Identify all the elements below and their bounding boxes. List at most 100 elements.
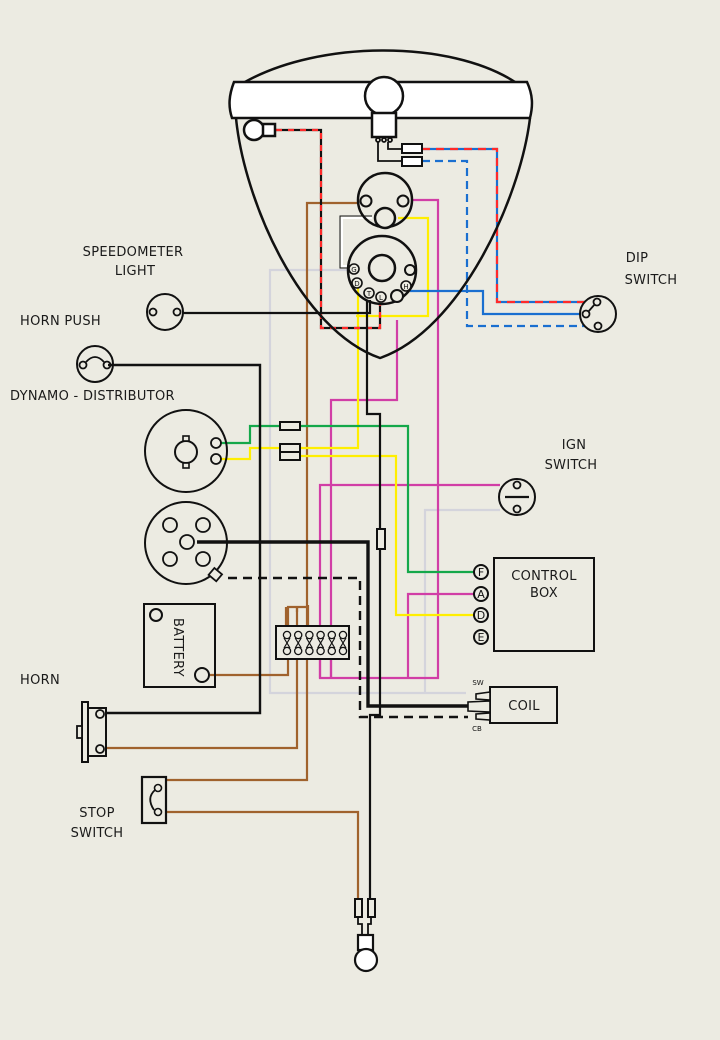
terminal-label: A	[477, 588, 485, 601]
wire-yellow-1	[356, 216, 430, 318]
wire-blue-main	[410, 289, 585, 316]
terminal-label: D	[477, 609, 485, 622]
pilot-bulb-base	[261, 122, 277, 138]
inline-connector	[279, 421, 301, 431]
wire-blue-red-bg	[422, 147, 594, 304]
terminal	[592, 297, 602, 307]
coil-terminal-main	[467, 700, 491, 713]
wire-yellow-3	[300, 454, 476, 617]
control-box-body	[493, 557, 595, 652]
dynamo-terminal	[210, 437, 222, 449]
battery-terminal	[149, 608, 163, 622]
terminal-label: L	[379, 294, 383, 302]
switch-terminal-D: D	[351, 277, 363, 289]
coil-sw-label: SW	[472, 679, 483, 687]
wire-brown-main	[160, 201, 358, 782]
wire-white-ign	[423, 508, 500, 693]
control-box-terminal-F: F	[473, 564, 489, 580]
wire-brown-bus	[284, 605, 310, 625]
coil-terminal-sw	[475, 691, 491, 701]
terminal	[581, 309, 591, 319]
switch-terminal-H: H	[400, 280, 412, 292]
wire-black-speedo	[183, 300, 372, 315]
terminal-label: F	[478, 566, 484, 579]
control-box-label: BOX	[530, 586, 558, 601]
ign-switch-label: IGN	[562, 438, 587, 453]
stop-switch-contact	[149, 789, 156, 811]
distributor-icon	[144, 501, 228, 585]
horn-push-icon	[76, 345, 114, 383]
tail-bulb-base	[356, 933, 375, 952]
tail-lamp	[353, 898, 379, 973]
terminal	[95, 709, 105, 719]
dip-switch: DIP SWITCH	[579, 251, 677, 333]
bulb-pin	[387, 137, 393, 143]
terminal	[153, 807, 163, 817]
terminal	[172, 307, 182, 317]
dynamo-key	[182, 435, 190, 442]
horn-label: HORN	[20, 673, 60, 688]
stop-switch: STOP SWITCH	[71, 775, 168, 841]
terminal-label: T	[366, 290, 372, 298]
terminal-block-links	[282, 630, 348, 656]
distributor-terminal	[162, 517, 178, 533]
terminal-label: H	[403, 283, 408, 291]
dynamo-shaft	[174, 440, 198, 464]
stop-switch-label: STOP	[79, 806, 114, 821]
distributor-terminal	[195, 517, 211, 533]
control-box-terminal-D: D	[473, 607, 489, 623]
wire-black-red-dash	[276, 128, 382, 330]
wire-black-dashed	[228, 576, 468, 719]
horn-push-label: HORN PUSH	[20, 314, 101, 329]
ammeter-terminal	[359, 194, 373, 208]
wire-yellow-2	[300, 288, 360, 450]
speedometer-light-icon	[146, 293, 184, 331]
dynamo-distributor-label: DYNAMO - DISTRIBUTOR	[10, 389, 175, 404]
terminal-block-link	[282, 630, 292, 656]
terminal-block-link	[305, 630, 314, 656]
dip-switch-icon	[579, 295, 617, 333]
terminal	[512, 504, 522, 514]
terminal-label: D	[354, 280, 359, 288]
coil-label: COIL	[508, 699, 540, 714]
speedometer-light-label: SPEEDOMETER	[83, 245, 184, 260]
terminal-label: G	[351, 266, 356, 274]
headlamp-bulb-icon	[363, 75, 405, 117]
dip-switch-contact	[587, 303, 596, 313]
horn: HORN	[20, 673, 107, 763]
wire-white-speedo-link	[341, 217, 372, 267]
distributor-cb-terminal	[207, 566, 224, 583]
switch-terminal-G: G	[348, 263, 360, 275]
terminal	[153, 783, 163, 793]
headlamp-connector	[401, 156, 423, 167]
bulb-pin	[381, 137, 387, 143]
tail-connector	[367, 898, 376, 918]
horn-push-contact	[85, 356, 105, 363]
terminal-block-link	[338, 630, 348, 656]
dip-switch-label: DIP	[626, 251, 649, 266]
pilot-bulb-icon	[242, 118, 266, 142]
control-box-terminal-A: A	[473, 586, 489, 602]
terminal-block	[275, 625, 350, 660]
wire-purple-3	[406, 592, 476, 678]
stop-switch-icon	[140, 775, 168, 825]
ammeter-center	[373, 206, 397, 230]
terminal	[148, 307, 158, 317]
control-box: CONTROL BOX F A D E	[473, 557, 595, 652]
distributor-terminal	[195, 551, 211, 567]
dynamo-distributor: DYNAMO - DISTRIBUTOR	[10, 389, 228, 585]
terminal	[95, 744, 105, 754]
horn-button	[76, 725, 83, 739]
inline-fuse	[376, 528, 386, 550]
horn-body	[87, 707, 107, 757]
terminal	[512, 480, 522, 490]
headlamp-connector	[401, 143, 423, 154]
switch-terminal-L: L	[375, 291, 387, 303]
speedometer-light-label: LIGHT	[115, 264, 155, 279]
tail-lead	[357, 917, 372, 935]
wire-purple-2	[329, 320, 399, 678]
ign-switch-label: SWITCH	[545, 458, 598, 473]
wire-black-coil	[197, 540, 468, 708]
dynamo-icon	[144, 409, 228, 493]
